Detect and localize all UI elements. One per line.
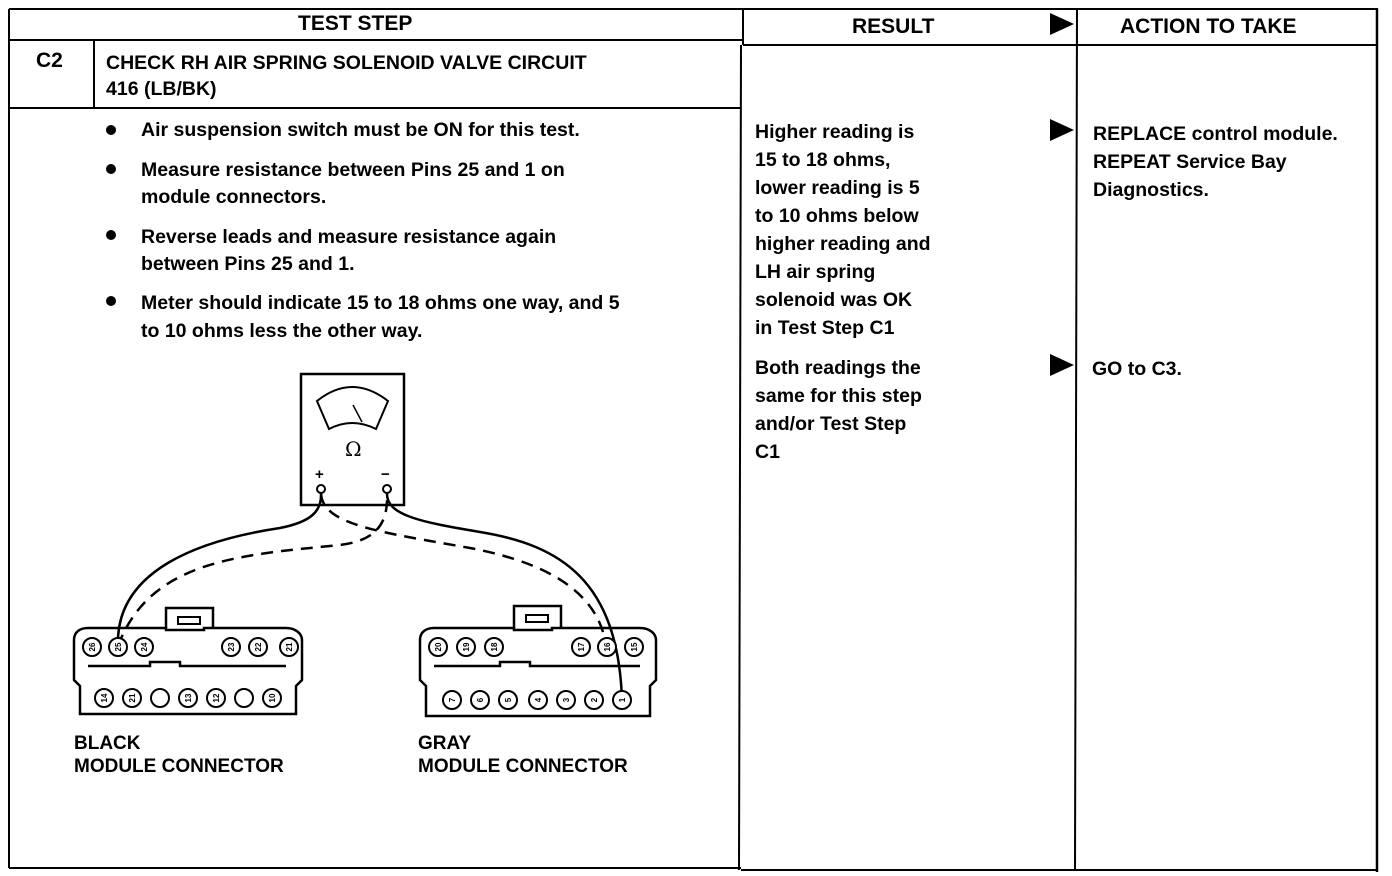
gray-pin: 18 xyxy=(484,637,504,657)
action-1-line: Diagnostics. xyxy=(1093,179,1209,201)
gray-pin: 1 xyxy=(612,690,632,710)
bullet-icon xyxy=(106,164,116,174)
black-pin-number: 21 xyxy=(285,642,294,651)
result-2-line: C1 xyxy=(755,441,780,463)
result-2-line: and/or Test Step xyxy=(755,413,907,435)
gray-pin-number: 5 xyxy=(504,697,513,702)
black-pin: 22 xyxy=(248,637,268,657)
black-pin xyxy=(150,688,170,708)
gray-pin-number: 3 xyxy=(562,697,571,702)
meter-minus-label: − xyxy=(381,466,390,483)
black-pin: 23 xyxy=(221,637,241,657)
black-pin: 21 xyxy=(279,637,299,657)
bullet-icon xyxy=(106,296,116,306)
result-1-line: lower reading is 5 xyxy=(755,177,920,199)
header-arrow-icon xyxy=(1050,13,1074,35)
bullet-icon xyxy=(106,125,116,135)
bullet-4-line2: to 10 ohms less the other way. xyxy=(141,320,423,342)
step-title-line1: CHECK RH AIR SPRING SOLENOID VALVE CIRCU… xyxy=(106,52,587,74)
bullet-1-line1: Air suspension switch must be ON for thi… xyxy=(141,119,580,141)
result-1-line: to 10 ohms below xyxy=(755,205,919,227)
bullet-2-line1: Measure resistance between Pins 25 and 1… xyxy=(141,159,565,181)
black-pin: 21 xyxy=(122,688,142,708)
action-1-line: REPLACE control module. xyxy=(1093,123,1338,145)
black-pin: 14 xyxy=(94,688,114,708)
gray-pin-number: 2 xyxy=(590,697,599,702)
black-pin: 10 xyxy=(262,688,282,708)
gray-pin-number: 18 xyxy=(490,642,499,651)
bullet-icon xyxy=(106,230,116,240)
table-grid xyxy=(8,8,1379,872)
black-pin: 24 xyxy=(134,637,154,657)
result-1-line: LH air spring xyxy=(755,261,876,283)
gray-pin: 6 xyxy=(470,690,490,710)
gray-pin: 3 xyxy=(556,690,576,710)
black-pin-number: 10 xyxy=(268,693,277,702)
black-connector xyxy=(72,606,304,716)
action-1-line: REPEAT Service Bay xyxy=(1093,151,1287,173)
result-arrow-icon xyxy=(1050,119,1074,141)
meter-plus-label: + xyxy=(315,466,324,483)
gray-pin: 20 xyxy=(428,637,448,657)
gray-pin: 5 xyxy=(498,690,518,710)
black-pin-number: 23 xyxy=(227,642,236,651)
header-result: RESULT xyxy=(852,15,935,38)
black-pin: 13 xyxy=(178,688,198,708)
result-1-line: solenoid was OK xyxy=(755,289,913,311)
bullet-4-line1: Meter should indicate 15 to 18 ohms one … xyxy=(141,292,620,314)
black-pin-number: 13 xyxy=(184,693,193,702)
gray-pin: 7 xyxy=(442,690,462,710)
gray-pin-number: 19 xyxy=(462,642,471,651)
black-pin-number: 25 xyxy=(114,642,123,651)
action-2-line: GO to C3. xyxy=(1092,358,1182,380)
black-pin-number: 14 xyxy=(100,693,109,702)
gray-pin: 16 xyxy=(597,637,617,657)
gray-pin-number: 15 xyxy=(630,642,639,651)
result-2-line: same for this step xyxy=(755,385,922,407)
bullet-3-line2: between Pins 25 and 1. xyxy=(141,253,355,275)
gray-pin-number: 20 xyxy=(434,642,443,651)
black-pin xyxy=(234,688,254,708)
gray-connector xyxy=(418,604,658,718)
black-pin-number: 21 xyxy=(128,693,137,702)
gray-pin: 19 xyxy=(456,637,476,657)
black-connector-label-line1: BLACK xyxy=(74,733,141,754)
result-1-line: in Test Step C1 xyxy=(755,317,895,339)
result-1-line: 15 to 18 ohms, xyxy=(755,149,891,171)
gray-pin-number: 4 xyxy=(534,697,543,702)
gray-pin-number: 16 xyxy=(603,642,612,651)
black-pin: 25 xyxy=(108,637,128,657)
gray-pin: 15 xyxy=(624,637,644,657)
test-leads xyxy=(116,492,624,701)
gray-pin: 4 xyxy=(528,690,548,710)
black-pin: 26 xyxy=(82,637,102,657)
step-title-line2: 416 (LB/BK) xyxy=(106,78,217,100)
bullet-3-line1: Reverse leads and measure resistance aga… xyxy=(141,226,557,248)
gray-connector-label-line2: MODULE CONNECTOR xyxy=(418,756,628,777)
black-pin: 12 xyxy=(206,688,226,708)
step-id: C2 xyxy=(36,49,63,72)
gray-pin-number: 1 xyxy=(618,697,627,702)
bullet-2-line2: module connectors. xyxy=(141,186,327,208)
result-2-line: Both readings the xyxy=(755,357,921,379)
gray-pin-number: 17 xyxy=(577,642,586,651)
gray-connector-label-line1: GRAY xyxy=(418,733,472,754)
black-pin-number: 26 xyxy=(88,642,97,651)
result-1-line: higher reading and xyxy=(755,233,931,255)
black-pin-number: 22 xyxy=(254,642,263,651)
black-pin-number: 24 xyxy=(140,642,149,651)
black-connector-label-line2: MODULE CONNECTOR xyxy=(74,756,284,777)
gray-pin-number: 7 xyxy=(448,697,457,702)
result-1-line: Higher reading is xyxy=(755,121,915,143)
meter-ohm-symbol: Ω xyxy=(345,437,362,461)
header-action: ACTION TO TAKE xyxy=(1120,15,1297,38)
header-test-step: TEST STEP xyxy=(298,12,413,35)
result-arrow-icon xyxy=(1050,354,1074,376)
gray-pin-number: 6 xyxy=(476,697,485,702)
black-pin-number: 12 xyxy=(212,693,221,702)
gray-pin: 17 xyxy=(571,637,591,657)
gray-pin: 2 xyxy=(584,690,604,710)
